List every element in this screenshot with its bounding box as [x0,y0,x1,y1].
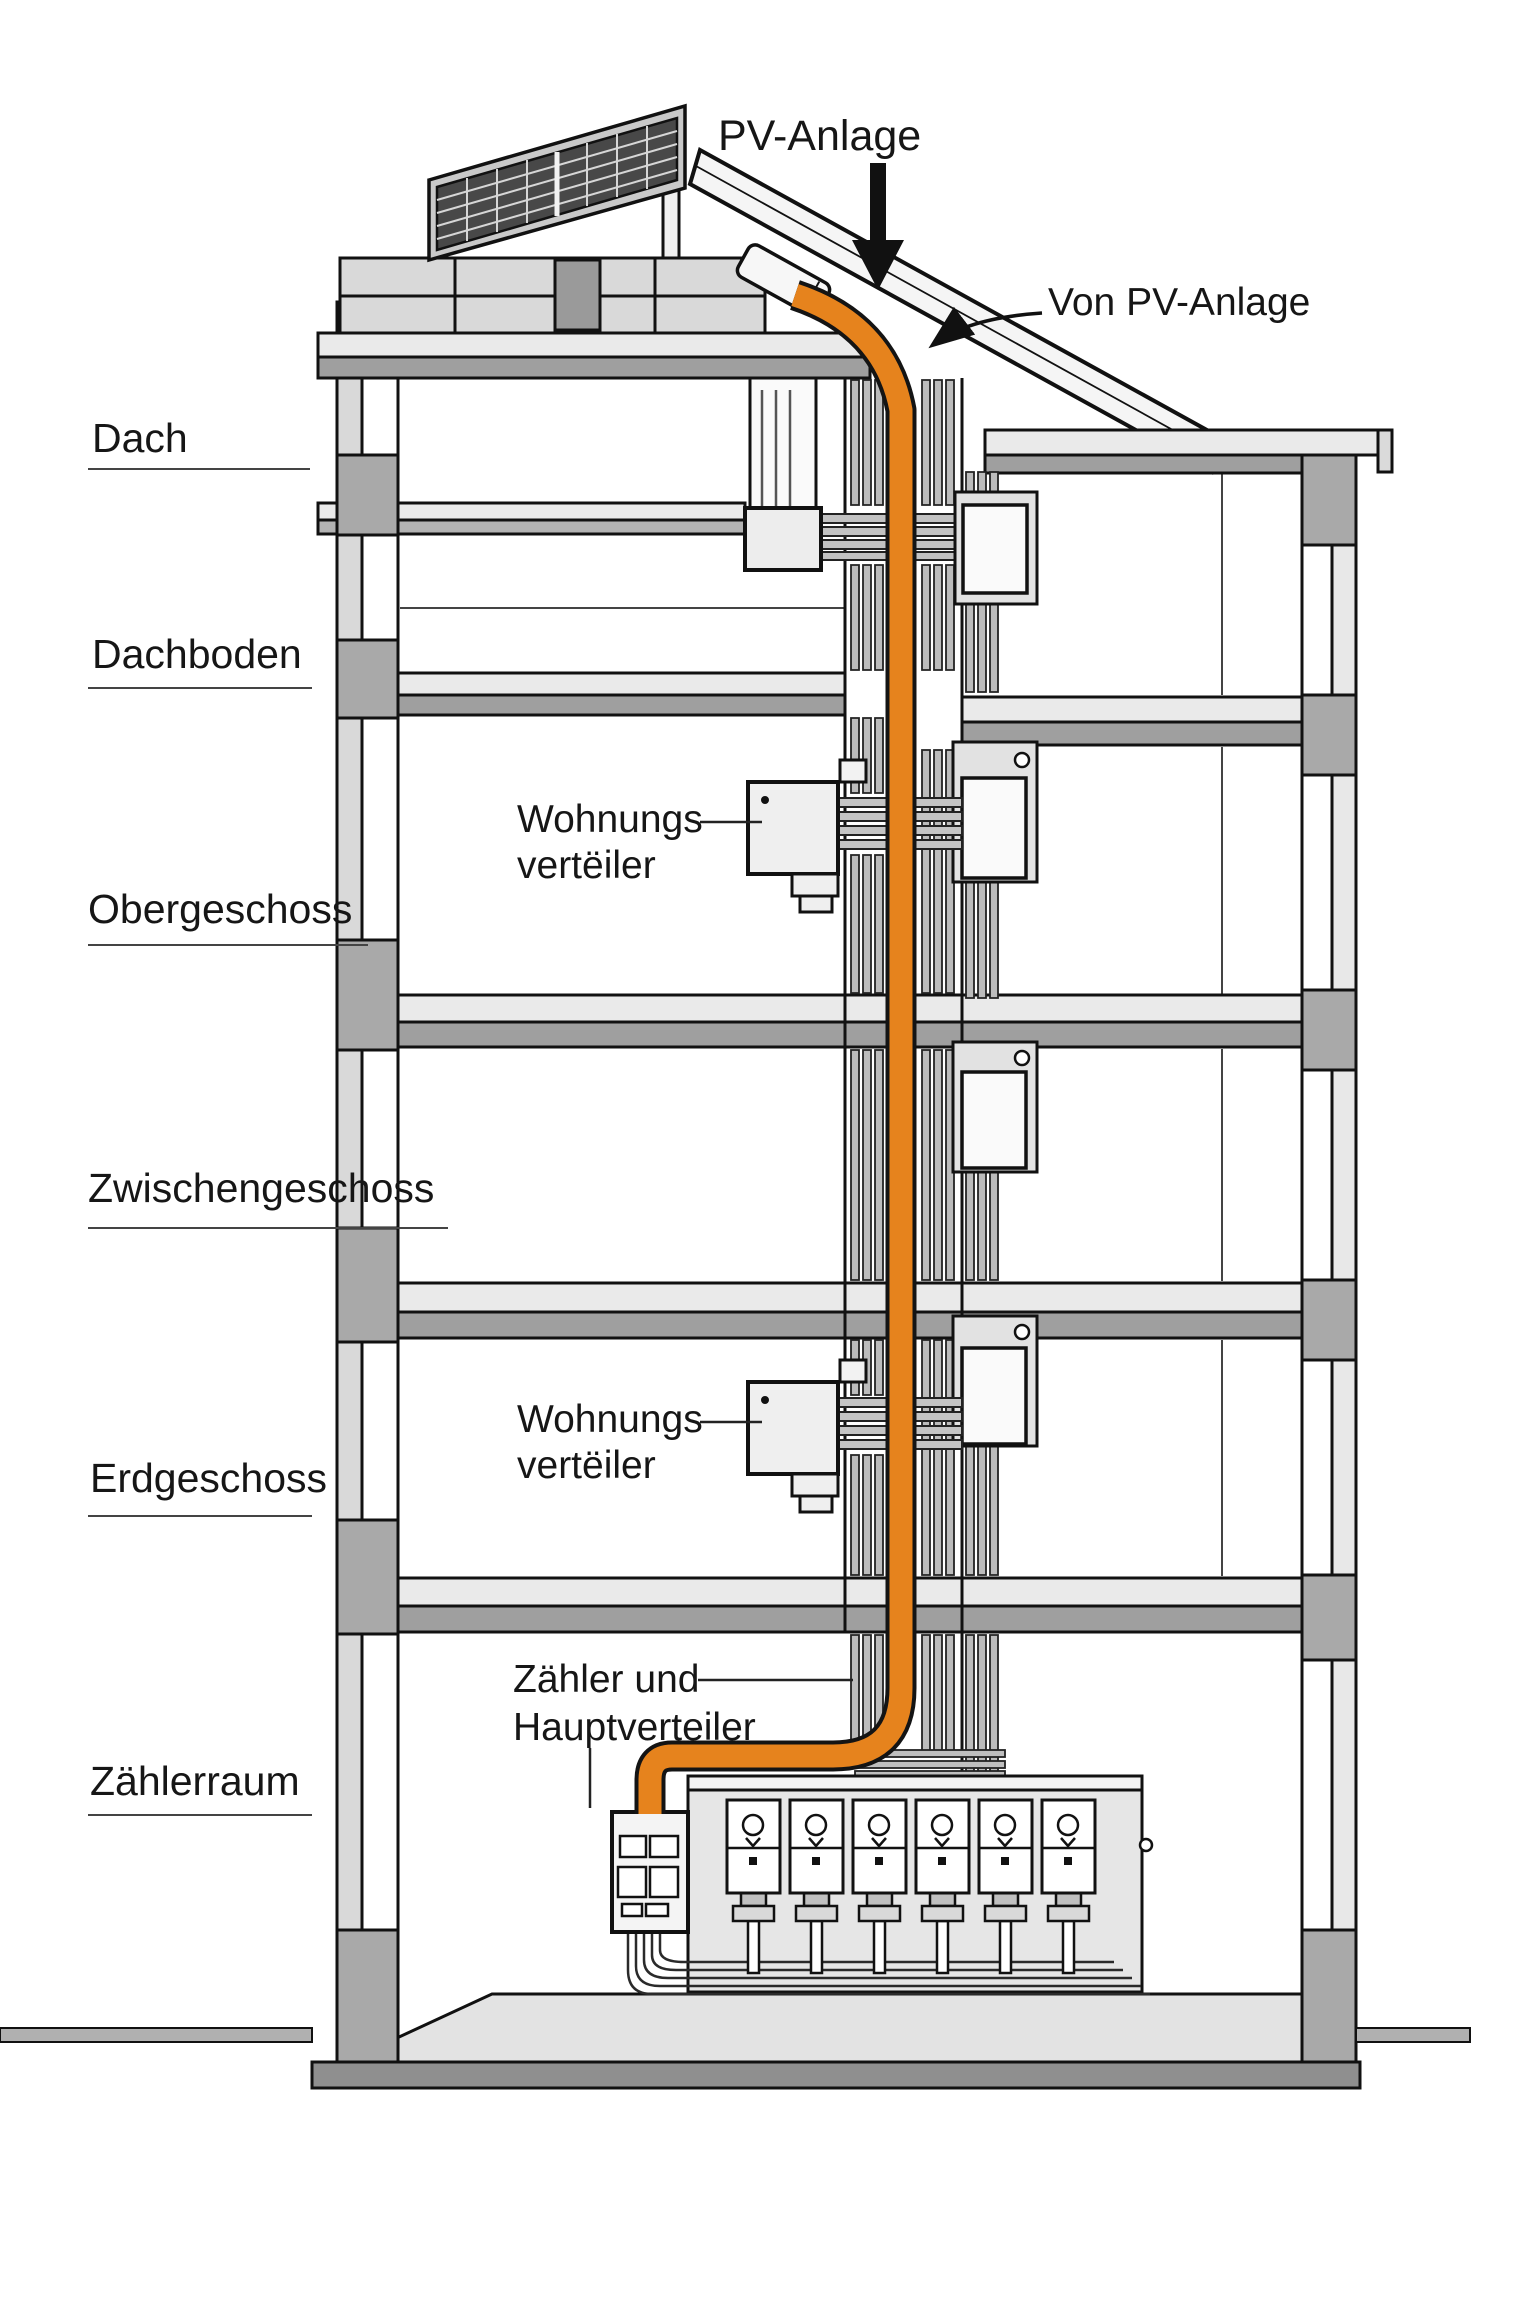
apartment-distributor-box [746,758,868,914]
electricity-meter [914,1798,971,1975]
floor-slab [960,695,1304,747]
floor-slab [396,993,1304,1049]
label-hauptverteiler: Hauptverteiler [513,1706,756,1749]
apartment-distributor-box [746,1358,868,1514]
pv-plinth [338,256,767,335]
pv-panel [427,103,687,263]
ground-line-left [0,2027,313,2043]
floor-label-dach: Dach [92,415,188,461]
label-wohnungsverteiler-upper-2: vertëiler [517,844,656,887]
floor-label-dachboden: Dachboden [92,631,302,677]
electricity-meter [977,1798,1034,1975]
floor-slab [396,1576,1304,1634]
label-von-pv-anlage: Von PV-Anlage [1048,281,1310,324]
cable-loops [626,1932,1150,1996]
pv-cable [634,280,917,1814]
meter-panel-top [686,1774,1144,1792]
leader-lines [588,820,853,1808]
electricity-meter [851,1798,908,1975]
electricity-meter [725,1798,782,1975]
annotation-labels: PV-Anlage Von PV-Anlage Wohnungs vertëil… [513,112,1310,1749]
floor-label-zaehlerraum: Zählerraum [90,1758,300,1804]
label-wohnungsverteiler-upper-1: Wohnungs [517,798,703,841]
floor-slabs [316,501,1304,1634]
electricity-meter [788,1798,845,1975]
junction-box [951,740,1039,884]
left-roof-deck [316,331,872,380]
right-wall [1300,428,1358,2064]
attic-junction-box [743,506,823,572]
floor-label-erdgeschoss: Erdgeschoss [90,1455,327,1501]
foundation-slab [310,2060,1362,2090]
label-wohnungsverteiler-ground-2: vertëiler [517,1444,656,1487]
ground-line-right [1355,2027,1471,2043]
interior-lines [400,474,1223,1576]
down-arrow-icon [852,163,904,290]
junction-box [951,1314,1039,1448]
label-pv-anlage: PV-Anlage [718,112,921,160]
floor-slab [396,1281,1304,1340]
electricity-meters [725,1798,1097,1975]
roof-conduit-chase [748,376,818,510]
meter-room [610,1749,1154,1996]
main-distribution-cabinet [610,1810,690,1934]
panel-knob [1138,1837,1154,1853]
label-wohnungsverteiler-ground-1: Wohnungs [517,1398,703,1441]
meter-room-floor [344,1992,1304,2064]
right-roof-deck [983,428,1394,475]
floor-label-obergeschoss: Obergeschoss [88,886,352,932]
floor-labels: Dach Dachboden Obergeschoss Zwischengesc… [88,415,448,1816]
junction-boxes [951,490,1039,1448]
junction-box [951,1040,1039,1174]
floor-slab [396,671,847,717]
curved-arrow-icon [928,306,1043,349]
floor-label-zwischengeschoss: Zwischengeschoss [88,1165,434,1211]
junction-box [953,490,1039,606]
electricity-meter [1040,1798,1097,1975]
label-zaehler-und: Zähler und [513,1658,699,1701]
